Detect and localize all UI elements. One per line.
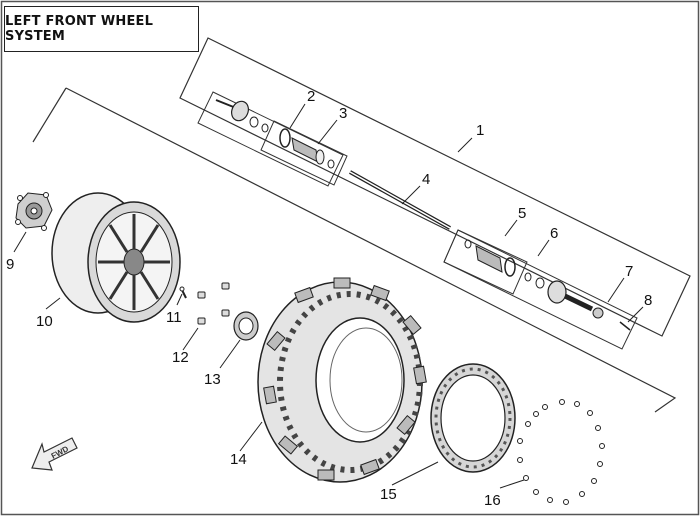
cotter-pin xyxy=(619,321,631,331)
callout-16: 16 xyxy=(484,492,501,509)
outer-boot-kit xyxy=(279,128,335,169)
beadlock-bolts xyxy=(517,399,605,505)
driveshaft-group-box xyxy=(179,37,691,337)
outer-joint-subbox xyxy=(197,91,344,187)
title-box: LEFT FRONT WHEEL SYSTEM xyxy=(4,6,199,52)
callout-9: 9 xyxy=(6,256,14,273)
inner-cv-joint xyxy=(524,272,594,312)
callout-15: 15 xyxy=(380,486,397,503)
tire xyxy=(257,277,427,483)
castle-nut xyxy=(592,307,604,319)
valve-stem xyxy=(179,286,187,299)
callout-4: 4 xyxy=(422,171,430,188)
callout-5: 5 xyxy=(518,205,526,222)
callout-6: 6 xyxy=(550,225,558,242)
diagram-title: LEFT FRONT WHEEL SYSTEM xyxy=(5,14,154,44)
callout-13: 13 xyxy=(204,371,221,388)
wheel-rim xyxy=(51,192,181,323)
lug-nuts xyxy=(197,282,230,325)
callout-12: 12 xyxy=(172,349,189,366)
inner-joint-subbox xyxy=(443,229,638,350)
wheel-group-outline-left xyxy=(32,87,67,143)
callout-1: 1 xyxy=(476,122,484,139)
callout-3: 3 xyxy=(339,105,347,122)
callout-8: 8 xyxy=(644,292,652,309)
inner-boot-kit xyxy=(464,239,516,277)
center-cap xyxy=(233,311,259,341)
callout-10: 10 xyxy=(36,313,53,330)
callout-2: 2 xyxy=(307,88,315,105)
callout-14: 14 xyxy=(230,451,247,468)
outer-boot-subbox xyxy=(260,120,348,186)
callout-11: 11 xyxy=(166,309,182,326)
outer-cv-joint xyxy=(215,99,269,133)
callout-7: 7 xyxy=(625,263,633,280)
axle-shaft xyxy=(349,170,451,230)
wheel-hub xyxy=(15,192,53,231)
beadlock-ring xyxy=(430,363,516,473)
leader-lines xyxy=(13,103,644,489)
wheel-group-outline-top xyxy=(65,87,677,413)
forward-arrow-icon: FWD xyxy=(31,437,78,471)
